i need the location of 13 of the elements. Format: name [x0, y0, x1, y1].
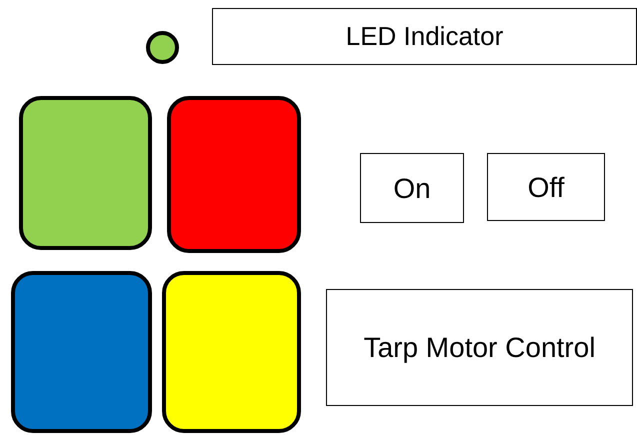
label-box	[360, 153, 464, 223]
push-button	[11, 271, 152, 433]
box-label: LED Indicator	[346, 20, 504, 53]
push-button	[162, 271, 301, 433]
box-label: Tarp Motor Control	[364, 331, 596, 365]
box-label: On	[393, 172, 431, 206]
indicator-lamp	[146, 31, 179, 64]
box-label: Off	[528, 170, 564, 204]
label-box	[326, 289, 633, 406]
push-button	[19, 96, 152, 250]
label-box	[487, 153, 605, 221]
label-box	[212, 8, 637, 65]
push-button	[167, 96, 301, 253]
